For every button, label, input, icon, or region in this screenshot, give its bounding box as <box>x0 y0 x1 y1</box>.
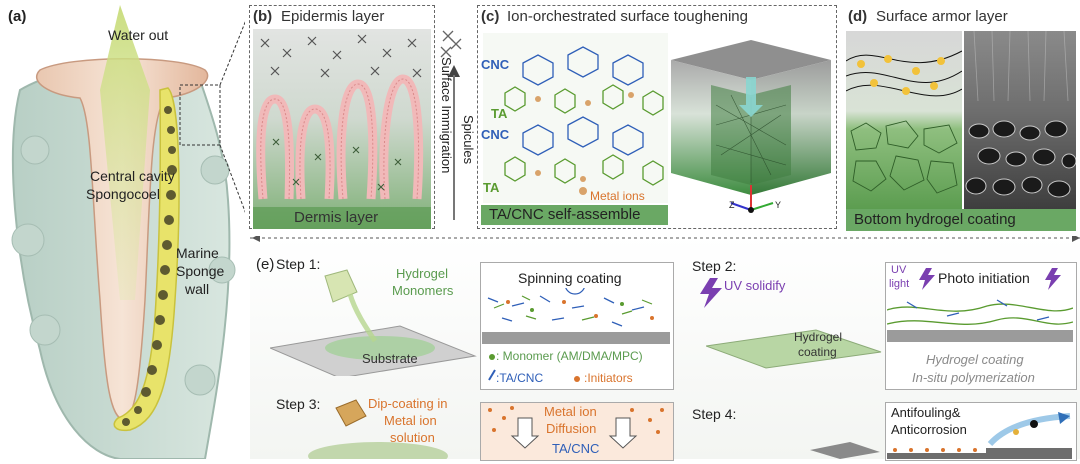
step2-plate <box>706 329 882 369</box>
metal-ions-label: Metal ions <box>590 189 645 203</box>
water-out-label: Water out <box>108 27 169 43</box>
polymer-network <box>887 299 1073 342</box>
dip-label-3: solution <box>390 430 435 445</box>
spongocoel-label: Spongocoel <box>86 186 160 202</box>
step3-label: Step 3: <box>276 396 321 412</box>
hydrogel-label: Hydrogel <box>396 266 449 281</box>
step3-diffusion <box>488 406 664 449</box>
sponge-label: Sponge <box>176 263 225 279</box>
surface-immigration-label: Surface Immigration <box>439 57 454 174</box>
central-cavity-label: Central cavity <box>90 168 175 184</box>
panel-d-letter: (d) <box>848 8 868 25</box>
spinning-label: Spinning coating <box>518 270 622 286</box>
antifouling-label: Antifouling& <box>891 405 961 420</box>
panel-c: (c) Ion-orchestrated surface toughening … <box>477 5 839 231</box>
uv-light-label-1: UV <box>891 264 907 276</box>
dermis-label: Dermis layer <box>294 209 379 226</box>
self-assemble-label: TA/CNC self-assemble <box>489 206 641 223</box>
uv-bolt-icon <box>700 278 722 308</box>
step3-dip-illustration <box>308 399 448 459</box>
tacnc-step3-label: TA/CNC <box>552 441 600 456</box>
molecule-diagram <box>483 33 668 203</box>
panel-e: (e) Step 1: Hydrogel Monomers Substrate … <box>250 236 1080 461</box>
step1-substrate-illustration <box>270 269 477 376</box>
metal-ion-label: Metal ion <box>544 404 597 419</box>
panel-c-frame <box>477 5 837 229</box>
cnc-label-1: CNC <box>481 57 510 72</box>
marine-label: Marine <box>176 245 219 261</box>
panel-c-letter: (c) <box>481 8 500 25</box>
panel-e-letter: (e) <box>256 256 275 273</box>
step2-detail-box <box>885 262 1077 390</box>
panel-a: (a) Water out Central cavity Spongocoel … <box>0 0 253 460</box>
diffusion-label: Diffusion <box>546 421 597 436</box>
legend-tacnc: :TA/CNC <box>496 371 544 385</box>
step2-label: Step 2: <box>692 258 737 274</box>
uv-bolt-right-icon <box>1045 268 1061 290</box>
self-assemble-box <box>481 205 668 225</box>
step4-protection <box>986 412 1072 459</box>
insitu-label-2: In-situ polymerization <box>912 370 1035 385</box>
uv-light-label-2: light <box>889 278 910 290</box>
step4-label: Step 4: <box>692 406 737 422</box>
bottom-coating-label: Bottom hydrogel coating <box>854 211 1016 228</box>
step4-substrate <box>887 448 987 459</box>
cnc-label-2: CNC <box>481 127 510 142</box>
legend-marks <box>488 354 496 381</box>
hydrogel-coating-label-1: Hydrogel <box>794 330 843 344</box>
axis-z-label: Z <box>729 200 735 210</box>
dip-label-1: Dip-coating in <box>368 396 448 411</box>
insitu-label-1: Hydrogel coating <box>926 352 1024 367</box>
sponge-illustration <box>11 4 253 460</box>
panel-b: (b) Epidermis layer Dermis layer Spicule… <box>249 5 476 231</box>
photo-initiation-label: Photo initiation <box>938 270 1030 286</box>
ta-label-2: TA <box>483 180 500 195</box>
anticorrosion-label: Anticorrosion <box>891 422 967 437</box>
epidermis-illustration <box>253 29 431 229</box>
sem-image <box>964 31 1076 209</box>
panel-d-title: Surface armor layer <box>876 8 1008 25</box>
initiator-mark <box>574 376 580 382</box>
step1-detail-box <box>480 262 674 390</box>
hydrogel-coating-label-2: coating <box>798 345 837 359</box>
step4-plate <box>810 442 880 459</box>
panel-d: (d) Surface armor layer <box>844 5 1078 231</box>
uv-solidify-label: UV solidify <box>724 278 786 293</box>
uv-bolt-small-icon <box>919 268 935 290</box>
coating-cube <box>671 40 831 213</box>
monomers-label: Monomers <box>392 283 454 298</box>
substrate-label: Substrate <box>362 351 418 366</box>
step3-detail-box <box>480 402 674 461</box>
spicules-column <box>440 30 462 220</box>
axis-y-label: Y <box>775 200 782 210</box>
wall-label: wall <box>185 281 210 297</box>
panel-b-letter: (b) <box>253 8 273 25</box>
legend-monomer: : Monomer (AM/DMA/MPC) <box>496 349 643 363</box>
bottom-coating-box <box>846 209 1076 231</box>
panel-b-title: Epidermis layer <box>281 8 385 25</box>
step1-label: Step 1: <box>276 256 321 272</box>
spinning-content <box>482 288 670 344</box>
ta-label-1: TA <box>491 106 508 121</box>
armor-illustration <box>846 31 962 209</box>
panel-c-title: Ion-orchestrated surface toughening <box>507 8 748 25</box>
dip-label-2: Metal ion <box>384 413 437 428</box>
spicules-label: Spicules <box>461 115 476 165</box>
legend-initiators: :Initiators <box>584 371 633 385</box>
panel-a-letter: (a) <box>8 8 27 25</box>
